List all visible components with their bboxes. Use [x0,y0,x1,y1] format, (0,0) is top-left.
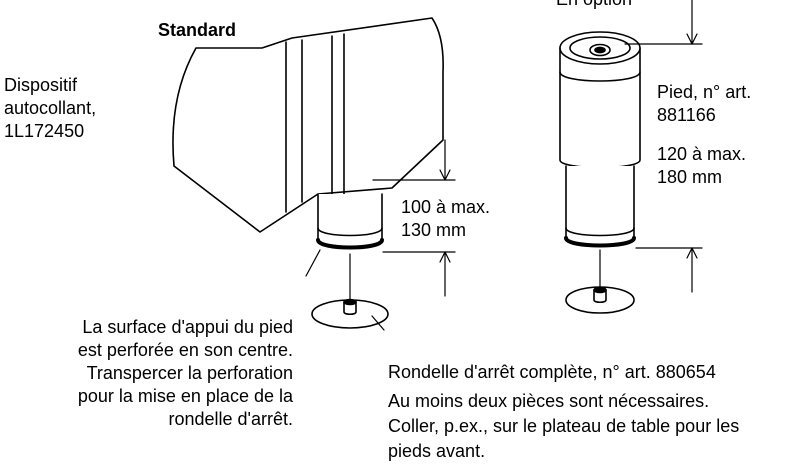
standard-washer [311,253,389,329]
note-line: La surface d'appui du pied [82,317,293,337]
label-line: 130 mm [401,220,467,240]
optional-washer [565,249,635,314]
note-line: Au moins deux pièces sont nécessaires. [388,391,710,411]
perforation-note: La surface d'appui du pied est perforée … [78,316,293,431]
standard-foot-pad [316,193,384,250]
note-line: Coller, p.ex., sur le plateau de table p… [388,416,740,436]
label-line: Dispositif [4,75,78,95]
label-line: 881166 [657,105,716,125]
note-line: Transpercer la perforation [86,363,293,383]
note-line: pieds avant. [388,441,486,461]
label-line: 100 à max. [401,197,491,217]
label-line: Pied, n° art. [657,82,752,102]
optional-dimension-lines [624,0,703,293]
note-line: rondelle d'arrêt. [168,409,293,429]
label-line: 120 à max. [657,144,747,164]
standard-height-label: 100 à max. 130 mm [401,196,490,242]
optional-foot [559,31,641,248]
optional-height-label: 120 à max. 180 mm [657,143,746,189]
note-line: est perforée en son centre. [77,340,293,360]
heading-optional: En option [556,0,632,11]
heading-standard: Standard [158,20,237,40]
label-line: autocollant, [4,98,97,118]
label-line: 1L172450 [4,121,85,141]
foot-part-label: Pied, n° art. 881166 [657,81,751,127]
washer-note: Rondelle d'arrêt complète, n° art. 88065… [388,360,739,464]
note-line: pour la mise en place de la [77,386,293,406]
note-line: Rondelle d'arrêt complète, n° art. 88065… [388,362,716,382]
label-line: 180 mm [657,167,723,187]
adhesive-device-label: Dispositif autocollant, 1L172450 [4,74,96,143]
standard-bracket [172,17,444,233]
standard-dimension-lines [305,139,456,331]
